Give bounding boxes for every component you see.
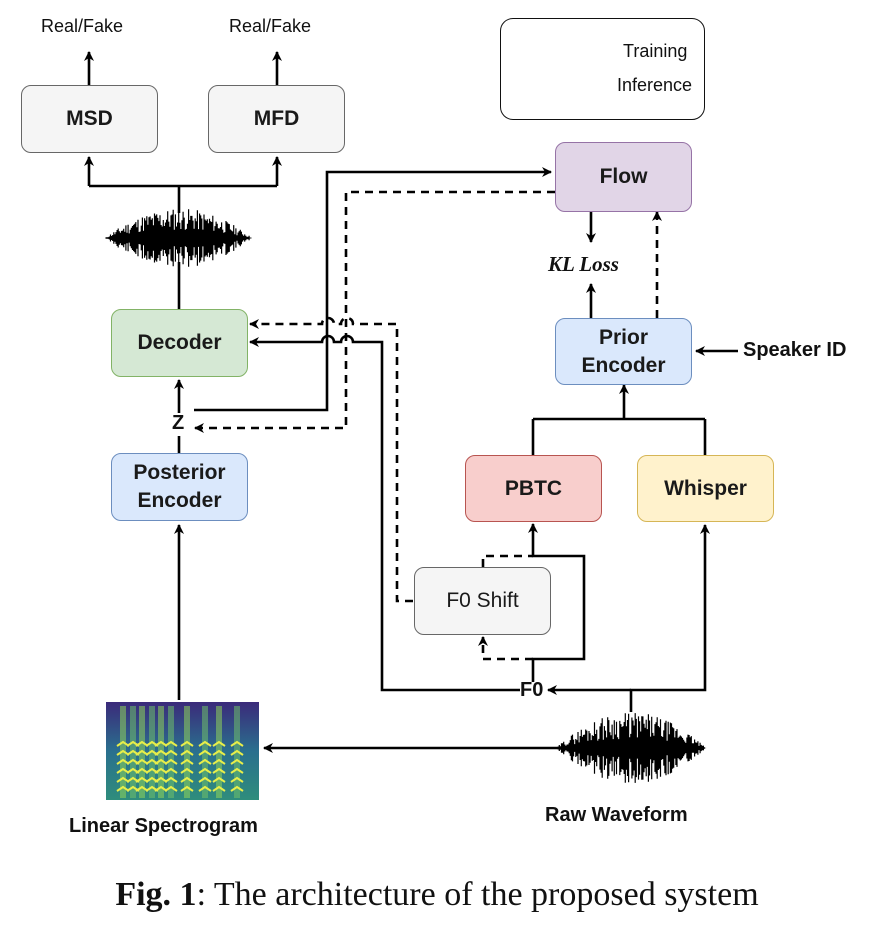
flow-box: Flow	[555, 142, 692, 212]
prior-encoder-box: Prior Encoder	[555, 318, 692, 385]
f0-shift-box: F0 Shift	[414, 567, 551, 635]
pbtc-box: PBTC	[465, 455, 602, 522]
raw-waveform	[556, 713, 707, 783]
z-label: Z	[172, 412, 185, 434]
edge-discriminator-outputs	[84, 51, 282, 85]
edge-f0shift-to-decoder	[249, 316, 413, 603]
edge-features-to-prior	[531, 384, 707, 455]
edge-f0shift-to-pbtc	[481, 554, 533, 567]
posterior-encoder-box: Posterior Encoder	[111, 453, 248, 521]
edge-f0-to-f0shift	[478, 636, 533, 661]
whisper-box: Whisper	[637, 455, 774, 522]
msd-box: MSD	[21, 85, 158, 153]
edge-z-to-flow	[194, 167, 552, 412]
mfd-box: MFD	[208, 85, 345, 153]
edge-waveform-to-whisper	[629, 524, 710, 712]
caption-prefix: Fig. 1	[115, 876, 197, 913]
edge-f0-to-decoder	[249, 334, 520, 692]
edge-flow-to-z	[194, 190, 555, 433]
legend	[500, 18, 705, 120]
raw-waveform-label: Raw Waveform	[545, 804, 688, 826]
real-fake-label-mfd: Real/Fake	[229, 16, 312, 36]
edge-f0-to-pbtc	[528, 523, 586, 682]
real-fake-label-msd: Real/Fake	[41, 16, 124, 36]
decoder-box: Decoder	[111, 309, 248, 377]
caption-text: : The architecture of the proposed syste…	[196, 876, 759, 913]
linear-spectrogram-label: Linear Spectrogram	[69, 815, 258, 837]
legend-training-label: Training	[623, 41, 688, 61]
legend-inference-label: Inference	[617, 75, 693, 95]
speaker-id-label: Speaker ID	[743, 339, 847, 361]
kl-loss-label: KL Loss	[548, 252, 619, 276]
figure-caption: Fig. 1: The architecture of the proposed…	[0, 876, 874, 914]
edge-waveform-to-discriminators	[84, 156, 282, 213]
f0-label: F0	[520, 679, 544, 701]
spectrogram-image	[106, 702, 259, 800]
generated-waveform	[105, 209, 252, 267]
